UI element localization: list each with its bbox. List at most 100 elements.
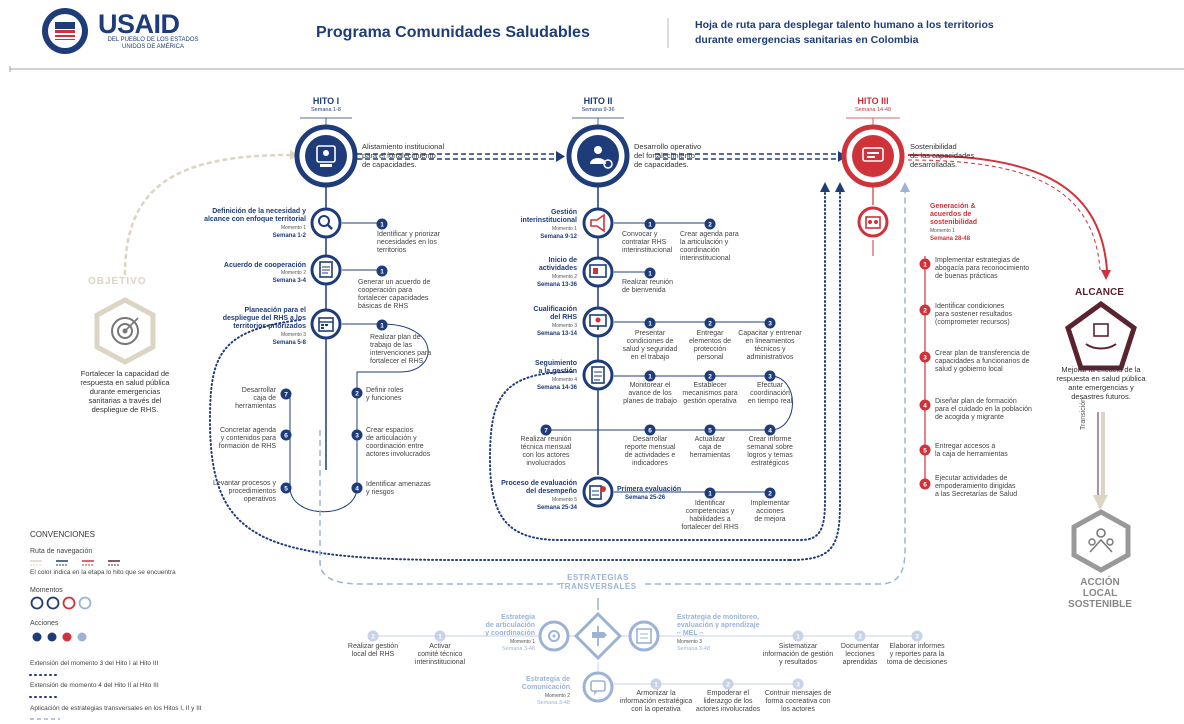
hito2-title: HITO II: [583, 96, 613, 106]
action-text: Contruir mensajes de forma cocreativa co…: [764, 690, 832, 713]
legend-actions: Acciones: [30, 620, 59, 627]
svg-text:7: 7: [544, 427, 548, 434]
transversales-label: ESTRATEGIAS TRANSVERSALES: [559, 573, 637, 591]
action-text: Diseñar plan de formación para el cuidad…: [935, 398, 1032, 421]
action-dot: 1: [792, 630, 804, 642]
action-dot: 3: [764, 370, 776, 382]
action-number: 3: [355, 432, 359, 439]
action-dot: 3: [351, 429, 363, 441]
action-text: Concretar agenda y contenidos para forma…: [218, 427, 276, 450]
hito1-moment3-circle: [310, 308, 342, 340]
svg-text:1: 1: [438, 633, 442, 640]
monitoreo-title: Estrategia de monitoreo, evaluación y ap…: [677, 614, 760, 637]
action-text: Desarrollar caja de herramientas: [235, 387, 276, 410]
legend-ext1: Extensión del momento 3 del Hito I al Hi…: [30, 660, 159, 667]
action-text: Ejecutar actividades de empoderamiento d…: [935, 475, 1018, 498]
svg-text:2: 2: [708, 221, 712, 228]
action-text: Identificar y priorizar necesidades en l…: [377, 231, 441, 254]
action-number: 1: [380, 268, 384, 275]
action-number: 1: [380, 221, 384, 228]
svg-text:1: 1: [648, 373, 652, 380]
svg-text:6: 6: [648, 427, 652, 434]
action-dot: 1: [644, 218, 656, 230]
signpost-icon: [592, 626, 607, 646]
objetivo-label: OBJETIVO: [88, 276, 147, 287]
hito3-description: Sostenibilidad de las capacidades desarr…: [910, 142, 975, 169]
action-text: Crear informe semanal sobre logros y tem…: [747, 436, 793, 467]
svg-text:1: 1: [648, 221, 652, 228]
action-text: Entregar accesos a la caja de herramient…: [935, 443, 1008, 458]
hito2-moment1-circle: [582, 207, 614, 239]
action-dot: 5: [280, 482, 292, 494]
action-number: 2: [355, 390, 359, 397]
hito3-title: HITO III: [857, 96, 889, 106]
action-text: Levantar procesos y procedimientos opera…: [212, 480, 276, 503]
alcance-label: ALCANCE: [1075, 287, 1124, 298]
legend-route-note: El color indica en la etapa lo hito que …: [30, 569, 176, 576]
action-dot: 3: [919, 351, 931, 363]
accion-local-hexagon: [1071, 509, 1131, 573]
action-text: Presentar condiciones de salud y segurid…: [622, 330, 678, 361]
action-dot: 4: [919, 399, 931, 411]
hito1-weeks: Semana 1-8: [311, 107, 341, 113]
svg-text:3: 3: [768, 373, 772, 380]
hito2-moment1-weeks: Semana 9-12: [540, 234, 577, 240]
hito1-title: HITO I: [312, 96, 340, 106]
action-dot: 1: [919, 258, 931, 270]
svg-text:2: 2: [371, 633, 375, 640]
handshake-icon: [865, 216, 881, 229]
action-dot: 5: [919, 444, 931, 456]
hito1-moment2-number: Momento 2: [280, 270, 306, 276]
hito2-description: Desarrollo operativo del fortalecimiento…: [634, 142, 702, 169]
action-dot: 2: [704, 317, 716, 329]
evaluation-icon: [589, 485, 606, 500]
legend-route: Ruta de navegación: [30, 548, 93, 555]
svg-text:1: 1: [654, 681, 658, 688]
svg-text:3: 3: [915, 633, 919, 640]
action-dot: 1: [376, 319, 388, 331]
action-dot: 1: [644, 267, 656, 279]
alcance-text: Mejorar la eficacia de la respuesta en s…: [1056, 365, 1146, 401]
action-dot: 5: [704, 424, 716, 436]
monitoreo-weeks: Semana 3-48: [677, 646, 711, 652]
legend-ext2: Extensión de momento 4 del Hito II al Hi…: [30, 682, 159, 689]
action-number: 5: [284, 485, 288, 492]
hito2-moment4-number: Momento 4: [551, 377, 577, 383]
svg-text:3: 3: [923, 354, 927, 361]
action-text: Capacitar y entrenar en lineamientos téc…: [738, 330, 802, 361]
action-text: Monitorear el avance de los planes de tr…: [623, 382, 677, 405]
usaid-tagline: DEL PUEBLO DE LOS ESTADOS UNIDOS DE AMÉR…: [107, 37, 199, 50]
action-number: 1: [380, 322, 384, 329]
hito3-moment1-weeks: Semana 28-48: [930, 236, 971, 242]
action-text: Identificar amenazas y riesgos: [366, 481, 431, 496]
svg-text:2: 2: [708, 373, 712, 380]
monitoreo-moment: Momento 3: [677, 639, 703, 645]
hito2-moment3-number: Momento 3: [551, 323, 577, 329]
legend-moments: Momentos: [30, 587, 63, 594]
hito1-moment1-number: Momento 1: [280, 225, 306, 231]
action-text: Realizar gestión local del RHS: [347, 643, 399, 658]
comunicacion-moment: Momento 2: [544, 693, 570, 699]
action-dot: 6: [644, 424, 656, 436]
usaid-wordmark: USAID: [98, 9, 180, 39]
action-text: Generar un acuerdo de cooperación para f…: [358, 279, 431, 310]
document-icon: [319, 261, 333, 278]
action-text: Realizar reunión técnica mensual con los…: [520, 436, 572, 467]
action-text: Establecer mecanismos para gestión opera…: [682, 382, 738, 405]
action-text: Realizar plan de trabajo de las interven…: [370, 334, 432, 365]
hito3-moment1-number: Momento 1: [930, 228, 956, 234]
hito2-moment2-circle: [582, 256, 614, 288]
svg-text:1: 1: [796, 633, 800, 640]
action-text: Crear agenda para la articulación y coor…: [680, 231, 739, 262]
action-text: Crear espacios de articulación y coordin…: [366, 427, 431, 458]
accion-local-label: ACCIÓN LOCAL SOSTENIBLE: [1068, 577, 1132, 610]
hito2-moment5-title: Proceso de evaluación del desempeño: [501, 480, 577, 495]
action-text: Realizar reunión de bienvenida: [622, 279, 673, 294]
action-dot: 1: [650, 678, 662, 690]
objetivo-hexagon: [94, 297, 156, 365]
hito2-moment2-title: Inicio de actividades: [538, 257, 577, 272]
usaid-seal-icon: [42, 8, 88, 54]
hito3-weeks: Semana 14-48: [854, 107, 892, 113]
action-dot: 2: [764, 487, 776, 499]
hito2-moment5-number: Momento 5: [551, 497, 577, 503]
